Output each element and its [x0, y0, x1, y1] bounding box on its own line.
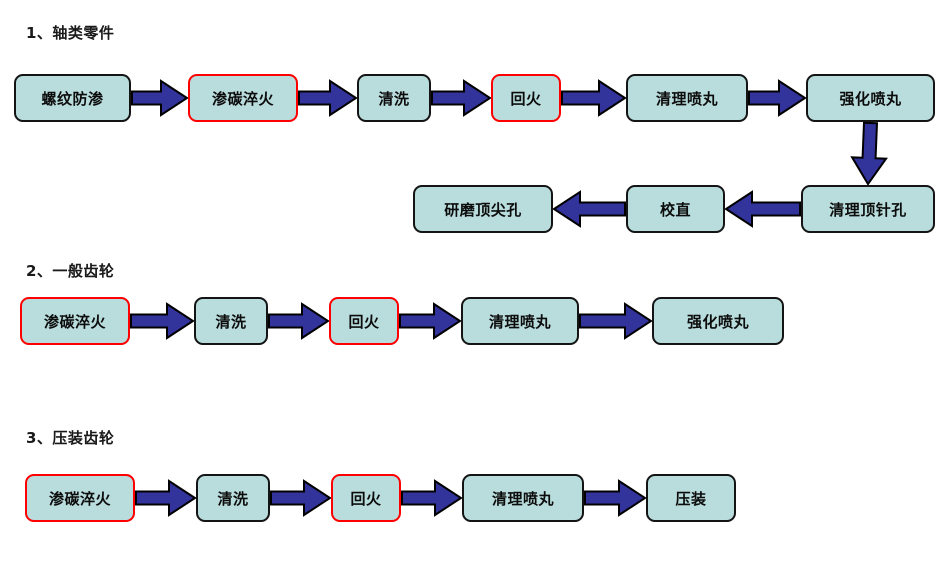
process-node-s1-n3[interactable]: 清洗 — [357, 74, 431, 122]
flow-arrow-press-fit-gear-3 — [401, 479, 463, 517]
process-node-label: 清理喷丸 — [488, 312, 551, 331]
section-title-general-gear: 2、一般齿轮 — [26, 262, 115, 280]
process-node-s3-n2[interactable]: 清洗 — [196, 474, 270, 522]
process-node-label: 回火 — [348, 312, 380, 331]
flow-arrow-shaft-parts-3 — [431, 79, 492, 117]
flow-arrow-press-fit-gear-2 — [270, 479, 332, 517]
section-title-press-fit-gear: 3、压装齿轮 — [26, 429, 115, 447]
flow-arrow-shaft-parts-2 — [298, 79, 358, 117]
flow-arrow-press-fit-gear-4 — [584, 479, 647, 517]
flow-arrow-press-fit-gear-1 — [135, 479, 197, 517]
process-node-s2-n1[interactable]: 渗碳淬火 — [20, 297, 130, 345]
flow-arrow-general-gear-3 — [399, 302, 462, 340]
flow-arrow-shaft-parts-7 — [724, 190, 801, 228]
process-node-label: 强化喷丸 — [839, 89, 902, 108]
process-node-label: 渗碳淬火 — [43, 312, 106, 331]
flow-arrow-shaft-parts-1 — [131, 79, 189, 117]
process-node-s2-n2[interactable]: 清洗 — [194, 297, 268, 345]
process-node-s1-n5[interactable]: 清理喷丸 — [626, 74, 748, 122]
process-node-s1-n1[interactable]: 螺纹防渗 — [14, 74, 131, 122]
process-node-s3-n1[interactable]: 渗碳淬火 — [25, 474, 135, 522]
process-node-s3-n5[interactable]: 压装 — [646, 474, 736, 522]
process-node-s2-n4[interactable]: 清理喷丸 — [461, 297, 579, 345]
flow-arrow-general-gear-2 — [268, 302, 330, 340]
process-node-label: 清洗 — [217, 489, 249, 508]
process-node-label: 校直 — [659, 200, 691, 219]
process-node-s1-n2[interactable]: 渗碳淬火 — [188, 74, 298, 122]
process-node-s1-n4[interactable]: 回火 — [491, 74, 561, 122]
process-node-label: 渗碳淬火 — [48, 489, 111, 508]
process-node-label: 回火 — [510, 89, 542, 108]
flow-arrow-shaft-parts-6 — [850, 121, 888, 186]
process-node-label: 研磨顶尖孔 — [444, 200, 522, 219]
process-node-label: 清洗 — [215, 312, 247, 331]
section-title-shaft-parts: 1、轴类零件 — [26, 24, 115, 42]
process-node-label: 回火 — [350, 489, 382, 508]
process-node-label: 强化喷丸 — [686, 312, 749, 331]
process-node-label: 渗碳淬火 — [211, 89, 274, 108]
flow-arrow-shaft-parts-4 — [561, 79, 627, 117]
flow-arrow-shaft-parts-8 — [552, 190, 626, 228]
process-node-s1-n6[interactable]: 强化喷丸 — [806, 74, 935, 122]
process-node-s1-n9[interactable]: 研磨顶尖孔 — [413, 185, 553, 233]
process-node-s3-n4[interactable]: 清理喷丸 — [462, 474, 584, 522]
process-node-label: 压装 — [675, 489, 707, 508]
process-node-s2-n3[interactable]: 回火 — [329, 297, 399, 345]
flow-arrow-general-gear-4 — [579, 302, 653, 340]
process-node-label: 清理喷丸 — [655, 89, 718, 108]
process-node-label: 清理喷丸 — [491, 489, 554, 508]
process-node-s1-n7[interactable]: 清理顶针孔 — [801, 185, 935, 233]
process-node-label: 清理顶针孔 — [829, 200, 907, 219]
process-node-s1-n8[interactable]: 校直 — [626, 185, 725, 233]
flow-arrow-general-gear-1 — [130, 302, 195, 340]
process-node-s3-n3[interactable]: 回火 — [331, 474, 401, 522]
process-node-label: 螺纹防渗 — [41, 89, 104, 108]
process-node-s2-n5[interactable]: 强化喷丸 — [652, 297, 784, 345]
process-node-label: 清洗 — [378, 89, 410, 108]
flow-arrow-shaft-parts-5 — [748, 79, 807, 117]
